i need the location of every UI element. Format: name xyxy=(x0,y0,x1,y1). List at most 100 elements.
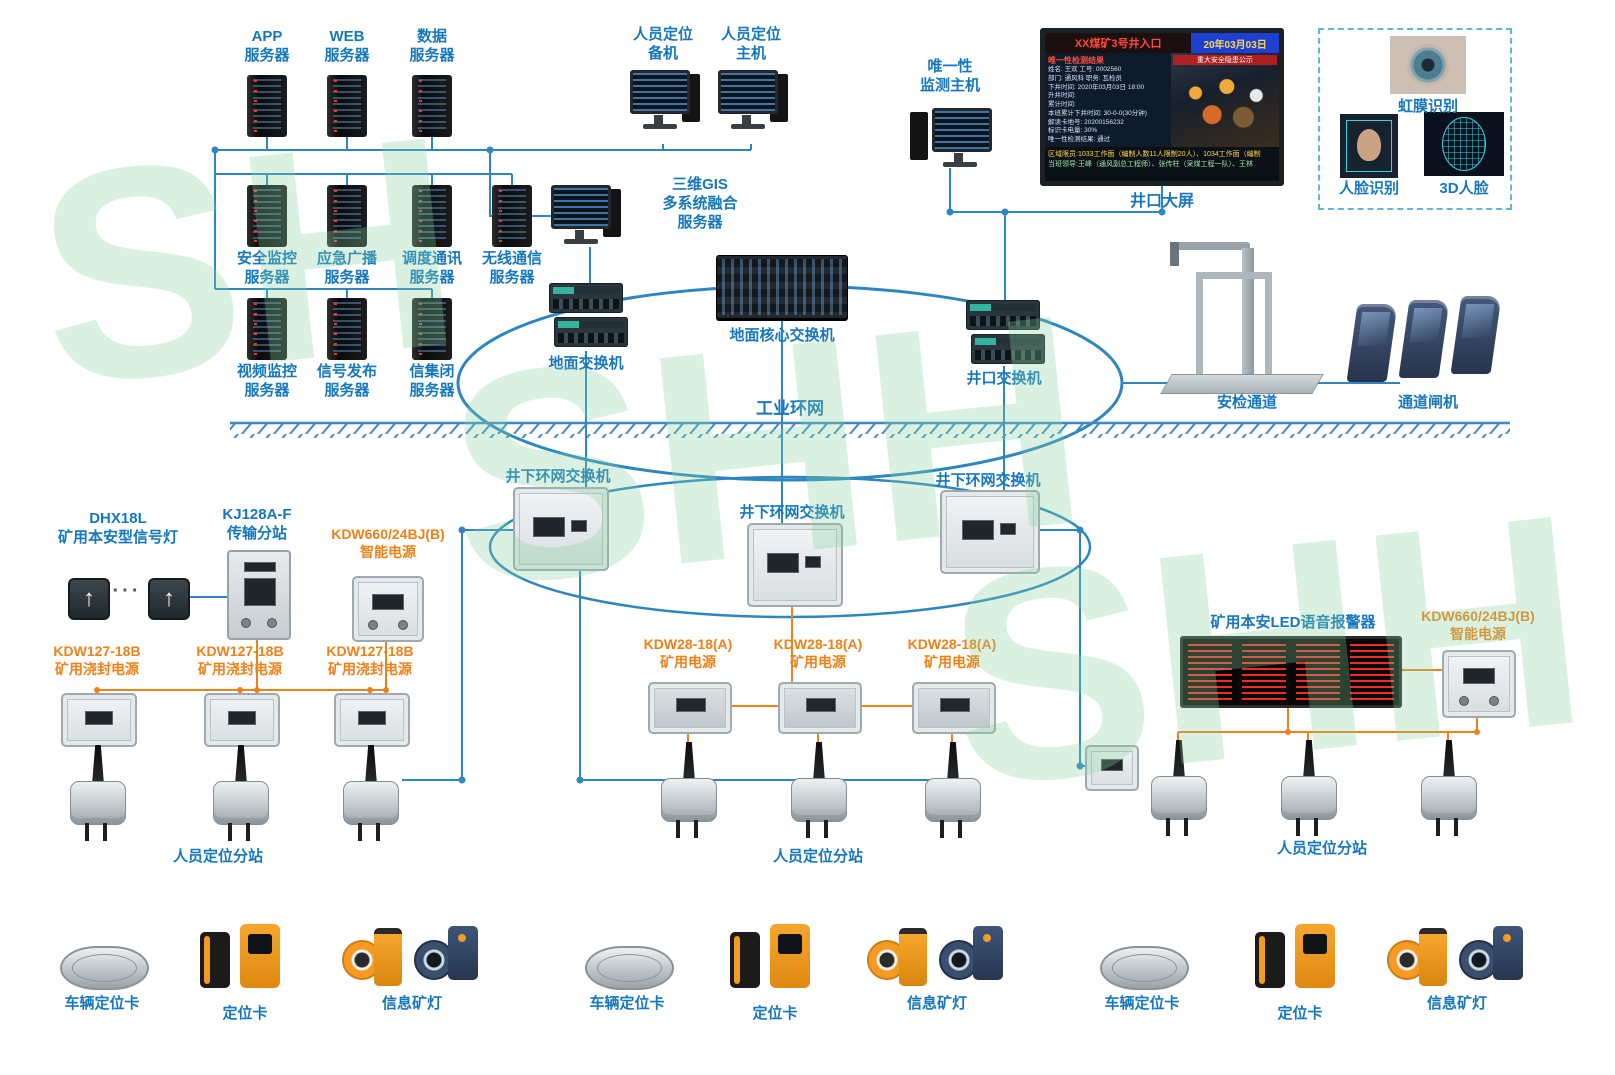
label-vehicle-card: 车辆定位卡 xyxy=(589,995,665,1012)
wellhead-switch xyxy=(966,300,1045,368)
biometric-group-box xyxy=(1318,28,1512,210)
positioning-main-host xyxy=(718,70,788,146)
server-tower-web xyxy=(327,75,367,137)
orange-junction-dots xyxy=(94,687,1480,735)
info-mine-lamp-device xyxy=(1387,922,1527,996)
underground-ring-switch-left xyxy=(513,487,609,571)
screen-info-line: 解读卡地号: 20200156232 xyxy=(1048,118,1124,126)
label-web-server: WEB 服务器 xyxy=(324,28,370,64)
label-iris: 虹膜识别 xyxy=(1397,98,1459,115)
channel-turnstile xyxy=(1346,296,1504,388)
led-voice-alarm xyxy=(1180,636,1402,708)
positioning-reader xyxy=(1146,740,1210,836)
server-tower-dispatch xyxy=(412,185,452,247)
server-tower-signal-pub xyxy=(327,298,367,360)
server-tower-video xyxy=(247,298,287,360)
label-info-lamp: 信息矿灯 xyxy=(906,995,968,1012)
iris-image xyxy=(1390,36,1466,94)
label-mine-power: KDW28-18(A) 矿用电源 xyxy=(773,636,863,670)
positioning-reader xyxy=(920,742,984,838)
screen-info-line: 累计时间: xyxy=(1048,101,1076,109)
label-substation-right: 人员定位分站 xyxy=(1276,840,1368,857)
label-mold-power: KDW127-18B 矿用浇封电源 xyxy=(326,643,414,677)
server-tower-security xyxy=(247,185,287,247)
label-info-lamp: 信息矿灯 xyxy=(381,995,443,1012)
server-tower-wireless xyxy=(492,185,532,247)
screen-footer-line: 当班领导:王峰（通风副总工程师）、张传柱（采煤工程一队）、王林 xyxy=(1048,161,1253,168)
underground-ring-switch-right xyxy=(940,490,1040,574)
mold-power-device xyxy=(204,693,280,747)
label-mold-power: KDW127-18B 矿用浇封电源 xyxy=(196,643,284,677)
positioning-reader xyxy=(65,745,129,841)
screen-info-line: 本班累计下井时间: 30-0-0(30分钟) xyxy=(1048,109,1147,117)
label-gis-server: 三维GIS 多系统融合 服务器 xyxy=(662,176,738,231)
positioning-card-device xyxy=(200,924,292,992)
label-wellhead-screen: 井口大屏 xyxy=(1129,193,1195,210)
signal-light-icon xyxy=(148,578,190,620)
screen-info-panel: 唯一性检测结果 姓名: 王欢 工号: 0002560 部门: 通风科 职务: 瓦… xyxy=(1045,53,1171,147)
blue-wires xyxy=(186,137,1400,781)
ground-hatch xyxy=(230,424,1510,438)
label-security-channel: 安检通道 xyxy=(1216,394,1278,411)
vehicle-card-device xyxy=(60,946,149,990)
screen-footer: 区域限员:1033工作面（编制人数11人限制20人）、1034工作面（编制 当班… xyxy=(1045,147,1279,181)
positioning-reader xyxy=(208,745,272,841)
server-tower-data xyxy=(412,75,452,137)
label-substation-left: 人员定位分站 xyxy=(172,848,264,865)
label-wellhead-switch: 井口交换机 xyxy=(966,370,1042,387)
label-loc-card: 定位卡 xyxy=(1277,1005,1323,1022)
gis-server-workstation xyxy=(551,185,621,261)
label-substation-mid: 人员定位分站 xyxy=(772,848,864,865)
label-transmission-substation: KJ128A-F 传输分站 xyxy=(222,506,292,542)
label-interlock-server: 信集闭 服务器 xyxy=(409,363,455,399)
screen-header: XX煤矿3号井入口 20年03月03日 xyxy=(1045,33,1279,53)
mine-power-device xyxy=(912,682,996,734)
label-mine-power: KDW28-18(A) 矿用电源 xyxy=(643,636,733,670)
positioning-reader xyxy=(1276,740,1340,836)
label-loc-card: 定位卡 xyxy=(752,1005,798,1022)
ellipsis-dots: ··· xyxy=(112,580,142,602)
label-face: 人脸识别 xyxy=(1338,180,1400,197)
label-led-alarm: 矿用本安LED语音报警器 xyxy=(1210,614,1376,631)
label-smart-power-right: KDW660/24BJ(B) 智能电源 xyxy=(1421,608,1535,642)
screen-info-line: 唯一性检测结果: 通过 xyxy=(1048,136,1111,144)
security-check-gate xyxy=(1160,238,1324,394)
label-info-lamp: 信息矿灯 xyxy=(1426,995,1488,1012)
mine-power-device xyxy=(648,682,732,734)
junction-box xyxy=(1085,745,1139,791)
info-mine-lamp-device xyxy=(342,922,482,996)
vehicle-card-device xyxy=(1100,946,1189,990)
miners-photo: 重大安全隐患公示 xyxy=(1170,53,1279,147)
screen-info-line: 姓名: 王欢 工号: 0002560 xyxy=(1048,66,1122,73)
ground-core-switch xyxy=(716,255,848,319)
screen-info-line: 升井时间: xyxy=(1048,92,1076,100)
label-broadcast-server: 应急广播 服务器 xyxy=(316,250,378,286)
label-ug-switch-left: 井下环网交换机 xyxy=(505,468,611,485)
label-signal-light: DHX18L 矿用本安型信号灯 xyxy=(57,510,179,546)
transmission-substation-device xyxy=(227,550,291,640)
label-app-server: APP 服务器 xyxy=(244,28,290,64)
underground-ring-ellipse xyxy=(488,475,1092,619)
label-dispatch-server: 调度通讯 服务器 xyxy=(401,250,463,286)
screen-info-line: 下井时间: 2020年03月03日 18:00 xyxy=(1048,83,1145,91)
label-loc-card: 定位卡 xyxy=(222,1005,268,1022)
positioning-reader xyxy=(338,745,402,841)
label-industrial-ring: 工业环网 xyxy=(756,399,824,418)
label-mold-power: KDW127-18B 矿用浇封电源 xyxy=(53,643,141,677)
label-vehicle-card: 车辆定位卡 xyxy=(64,995,140,1012)
positioning-reader xyxy=(786,742,850,838)
label-wireless-server: 无线通信 服务器 xyxy=(481,250,543,286)
label-security-server: 安全监控 服务器 xyxy=(236,250,298,286)
info-mine-lamp-device xyxy=(867,922,1007,996)
vehicle-card-device xyxy=(585,946,674,990)
positioning-card-device xyxy=(730,924,822,992)
positioning-reader xyxy=(656,742,720,838)
label-vehicle-card: 车辆定位卡 xyxy=(1104,995,1180,1012)
uniqueness-monitor-host xyxy=(910,108,992,184)
label-uniqueness-host: 唯一性 监测主机 xyxy=(919,58,981,94)
label-core-switch: 地面核心交换机 xyxy=(729,327,835,344)
wellhead-big-screen: XX煤矿3号井入口 20年03月03日 唯一性检测结果 姓名: 王欢 工号: 0… xyxy=(1040,28,1284,186)
screen-info-line: 部门: 通风科 职务: 瓦检员 xyxy=(1048,74,1123,82)
screen-panel-title: 唯一性检测结果 xyxy=(1048,56,1104,65)
